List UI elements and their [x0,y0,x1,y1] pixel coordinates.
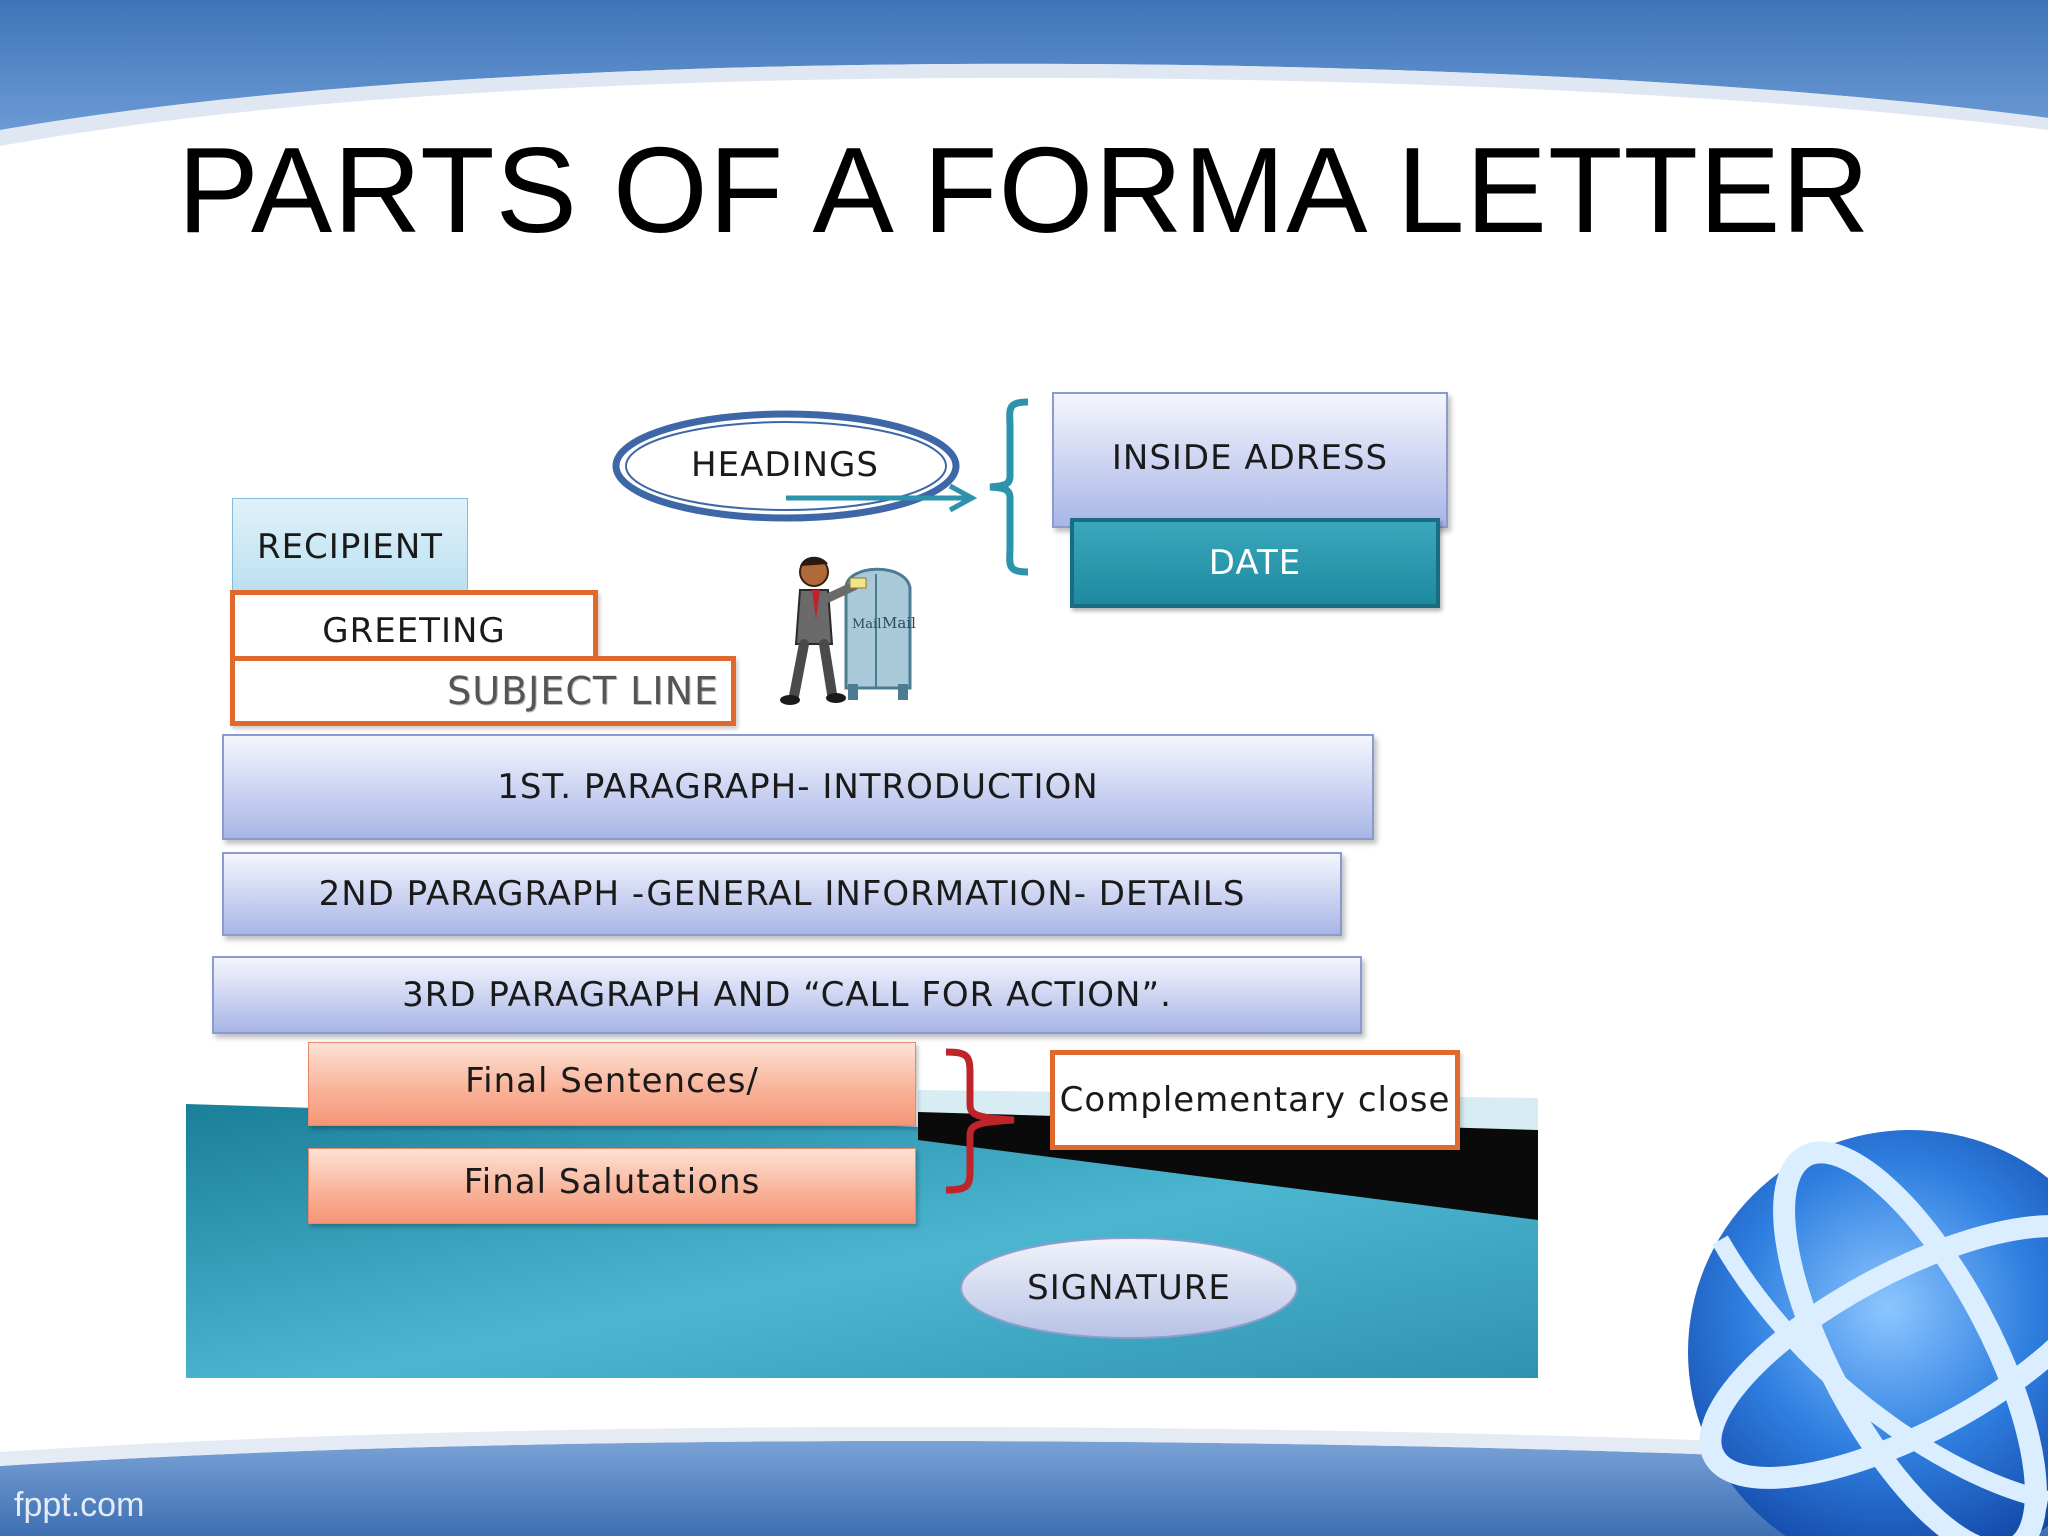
paragraph-1-label: 1ST. PARAGRAPH- INTRODUCTION [497,767,1099,807]
slide-title: PARTS OF A FORMA LETTER [177,122,1871,258]
closing-bracket [945,1048,1015,1194]
date-label: DATE [1208,543,1302,583]
greeting-box: GREETING [230,590,598,662]
mailbox-label-right: Mail [882,614,916,632]
paragraph-2-box: 2ND PARAGRAPH -GENERAL INFORMATION- DETA… [222,852,1342,936]
footer-brand: fppt.com [14,1486,145,1524]
paragraph-1-box: 1ST. PARAGRAPH- INTRODUCTION [222,734,1374,840]
mailbox-label-left: Mail [852,617,881,632]
final-salutations-label: Final Salutations [463,1162,761,1202]
signature-oval [960,1237,1298,1339]
inside-address-label: INSIDE ADRESS [1111,438,1389,478]
complementary-close-box: Complementary close [1050,1050,1460,1150]
paragraph-3-box: 3RD PARAGRAPH AND “CALL FOR ACTION”. [212,956,1362,1034]
final-sentences-box: Final Sentences/ [308,1042,916,1126]
inside-address-box: INSIDE ADRESS [1052,392,1448,528]
date-box: DATE [1070,518,1440,608]
complementary-close-label: Complementary close [1059,1080,1451,1120]
paragraph-3-label: 3RD PARAGRAPH AND “CALL FOR ACTION”. [402,975,1172,1015]
headings-oval [612,410,978,522]
paragraph-2-label: 2ND PARAGRAPH -GENERAL INFORMATION- DETA… [318,874,1246,914]
headings-label: HEADINGS [691,445,879,485]
recipient-box: RECIPIENT [232,498,468,598]
final-sentences-label: Final Sentences/ [465,1061,759,1101]
recipient-label: RECIPIENT [256,527,444,567]
subject-line-box: SUBJECT LINE [230,656,736,726]
headings-bracket [989,398,1029,576]
mailman-illustration: Mail Mail [780,556,916,705]
final-salutations-box: Final Salutations [308,1148,916,1224]
subject-line-label: SUBJECT LINE [447,669,719,713]
signature-label: SIGNATURE [1027,1268,1231,1308]
greeting-label: GREETING [322,611,506,651]
